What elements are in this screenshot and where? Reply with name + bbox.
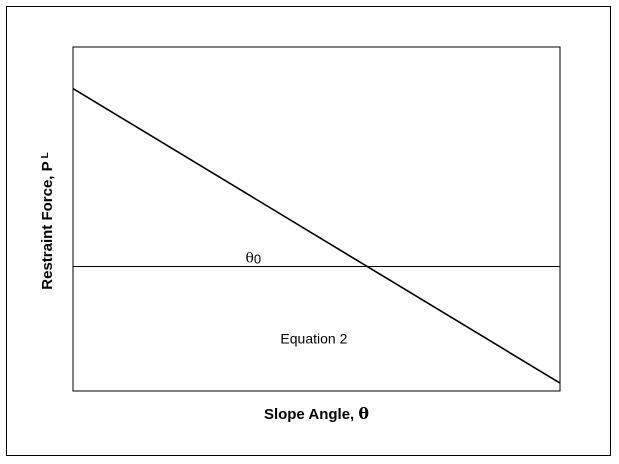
x-axis-label: Slope Angle, θ: [264, 404, 369, 423]
plot-area: [72, 46, 561, 392]
annotation-theta-zero: θ0: [245, 250, 261, 266]
y-axis-label: Restraint Force, PL: [39, 152, 56, 289]
series-line: [72, 87, 561, 384]
annotation-equation: Equation 2: [280, 331, 347, 347]
